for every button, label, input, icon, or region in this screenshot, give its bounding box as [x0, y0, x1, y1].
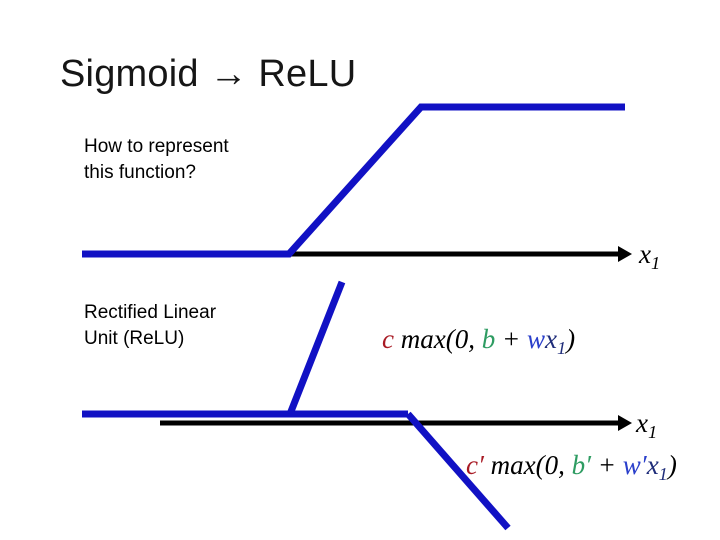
relu-formula-primary: c max(0, b + wx1)	[382, 324, 576, 358]
bottom-plot-group	[82, 280, 632, 531]
top-axis-label-subscript: 1	[650, 252, 661, 273]
bottom-rising-branch	[286, 280, 346, 416]
bottom-axis-label-subscript: 1	[647, 421, 658, 442]
bottom-falling-branch	[405, 411, 511, 531]
formula-token-3: +	[495, 324, 527, 354]
bottom-axis-arrowhead	[618, 415, 632, 431]
top-axis-label-var: x	[639, 239, 651, 269]
formula-token-0: c′	[466, 450, 484, 480]
formula-token-4: w	[526, 324, 545, 354]
formula-token-2: b′	[571, 450, 592, 480]
bottom-axis-label-var: x	[636, 408, 648, 438]
page-title: Sigmoid → ReLU	[60, 53, 357, 95]
bottom-axis-label: x1	[636, 408, 658, 442]
top-relu-curve	[82, 103, 625, 258]
formula-token-6: 1	[556, 337, 567, 358]
formula-token-7: )	[667, 450, 677, 480]
formula-token-7: )	[566, 324, 576, 354]
top-plot-group	[82, 103, 632, 262]
formula-token-5: x	[544, 324, 557, 354]
formula-token-1: max(0,	[393, 324, 482, 354]
formula-token-1: max(0,	[483, 450, 572, 480]
question-text: How to represent this function?	[84, 136, 229, 183]
formula-token-2: b	[481, 324, 496, 354]
formula-token-4: w′	[622, 450, 647, 480]
formula-token-0: c	[382, 324, 394, 354]
formula-token-3: +	[591, 450, 623, 480]
formula-token-6: 1	[658, 463, 668, 484]
formula-token-5: x	[646, 450, 659, 480]
top-axis-label: x1	[639, 239, 661, 273]
relu-formula-secondary: c′ max(0, b′ + w′x1)	[466, 450, 677, 484]
top-axis-arrowhead	[618, 246, 632, 262]
relu-name-text: Rectified Linear Unit (ReLU)	[84, 302, 217, 349]
